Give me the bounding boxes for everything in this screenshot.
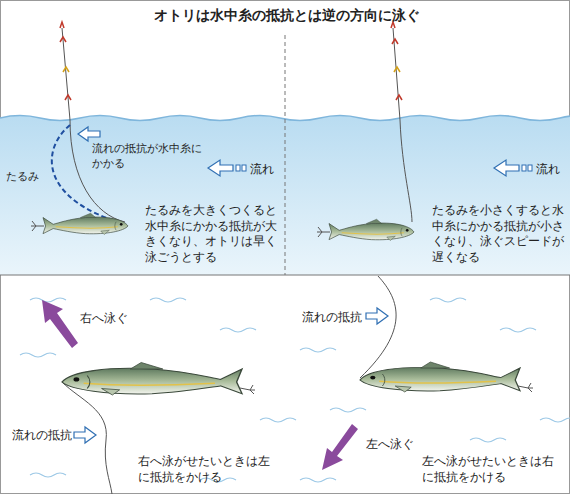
fishing-line (62, 28, 125, 222)
slack-line (52, 125, 125, 224)
note: たるみを小さくすると水中糸にかかる抵抗が小さくなり、泳ぐスピードが遅くなる (432, 203, 564, 265)
ripple (300, 348, 336, 352)
ripple (20, 353, 56, 357)
note: 左へ泳がせたいときは右に抵抗をかける (422, 453, 560, 485)
direction-label: 右へ泳ぐ (80, 310, 140, 326)
force-arrow (74, 427, 96, 443)
hook (518, 383, 533, 392)
ripple (150, 298, 186, 302)
current-arrow (494, 160, 532, 176)
ripple (300, 478, 336, 482)
hook (240, 385, 255, 394)
force-arrow (366, 308, 388, 324)
decoy-fish (360, 362, 520, 392)
ripple (430, 298, 466, 302)
ripple (470, 438, 506, 442)
swim-arrow (42, 300, 78, 348)
force-label: 流れの抵抗 (302, 309, 366, 325)
line-markers (391, 22, 402, 100)
direction-label: 左へ泳ぐ (366, 436, 426, 452)
current-label: 流れ (536, 161, 566, 177)
current-label: 流れ (250, 161, 280, 177)
ripple (540, 418, 570, 422)
ripple (30, 298, 66, 302)
ripple (330, 408, 366, 412)
fishing-line (360, 276, 396, 378)
note: 右へ泳がせたいときは左に抵抗をかける (138, 453, 272, 485)
ripple (260, 418, 296, 422)
force-label: 流れの抵抗 (12, 427, 76, 443)
decoy-fish (43, 213, 128, 234)
divider (0, 275, 570, 276)
ripple (30, 473, 66, 477)
title: オトリは水中糸の抵抗とは逆の方向に泳ぐ (2, 7, 570, 25)
ripple (500, 328, 536, 332)
decoy-fish (329, 219, 414, 240)
hook (317, 227, 330, 237)
fishing-line (393, 28, 412, 222)
note: たるみを大きくつくると水中糸にかかる抵抗が大きくなり、オトリは早く泳ごうとする (145, 203, 281, 265)
decoy-fish (62, 363, 242, 396)
current-arrow (208, 160, 246, 176)
slack-label: たるみ (6, 170, 44, 185)
water (0, 116, 570, 276)
hook (31, 221, 44, 231)
swim-arrow (322, 424, 358, 470)
divider (285, 35, 286, 275)
annotation: 流れの抵抗が水中糸にかかる (92, 142, 204, 172)
force-arrow (78, 127, 100, 141)
ripple (220, 328, 256, 332)
line-markers (60, 22, 71, 100)
